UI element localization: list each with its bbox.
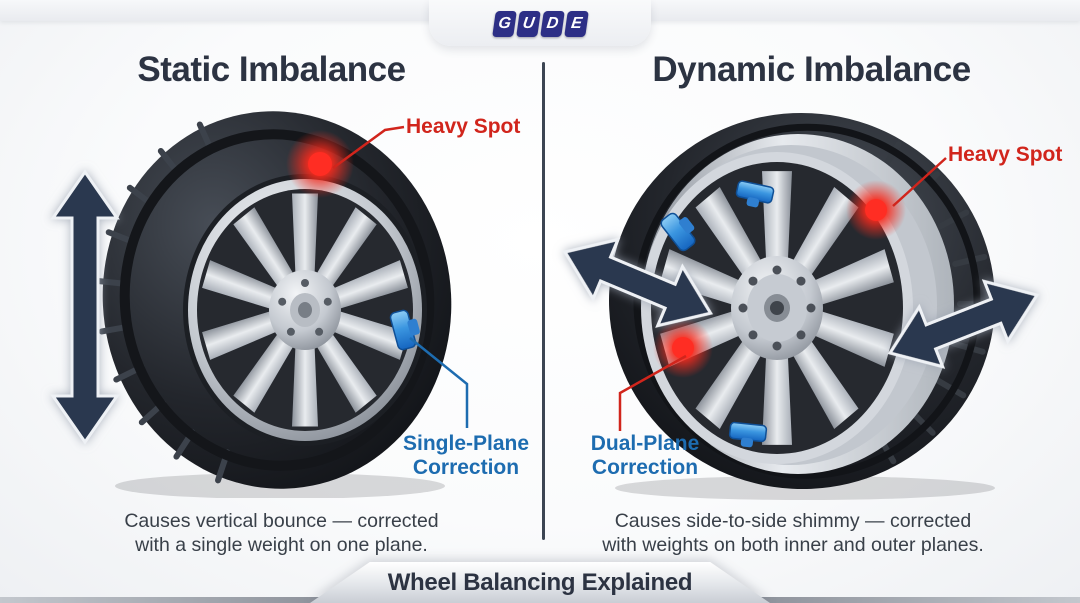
heavy-spot-indicator — [286, 130, 354, 198]
heavy-spot-indicator-inner — [653, 318, 713, 378]
header-logo-tab: G U D E — [429, 0, 651, 46]
dynamic-caption: Causes side-to-side shimmy — corrected w… — [543, 510, 1043, 557]
logo-tile: D — [539, 11, 565, 37]
static-caption-line1: Causes vertical bounce — corrected — [124, 510, 439, 532]
footer-banner-shape: Wheel Balancing Explained — [310, 562, 770, 603]
dynamic-correction-line2: Correction — [591, 456, 699, 479]
logo-tile: U — [515, 11, 541, 37]
logo-tile: E — [563, 11, 589, 37]
logo-letter: U — [521, 15, 536, 32]
footer-banner: Wheel Balancing Explained — [310, 562, 770, 603]
heavy-spot-indicator-outer — [846, 180, 906, 240]
balance-weight-top — [735, 180, 775, 208]
static-heavy-spot-label: Heavy Spot — [406, 115, 521, 138]
dynamic-caption-line2: with weights on both inner and outer pla… — [602, 533, 984, 556]
dynamic-caption-line1: Causes side-to-side shimmy — corrected — [614, 510, 972, 532]
panel-divider — [542, 62, 545, 540]
hub — [269, 270, 341, 350]
balance-weight-bottom — [728, 421, 768, 448]
rim — [183, 174, 427, 446]
logo-letter: G — [496, 15, 512, 32]
dynamic-correction-label: Dual-Plane Correction — [559, 432, 731, 480]
static-caption: Causes vertical bounce — corrected with … — [20, 510, 543, 557]
static-correction-line1: Single-Plane — [402, 432, 530, 455]
footer-title: Wheel Balancing Explained — [387, 568, 693, 596]
static-correction-label: Single-Plane Correction — [380, 432, 552, 480]
static-wheel-illustration — [96, 111, 452, 498]
brand-logo: G U D E — [491, 11, 589, 37]
static-correction-line2: Correction — [412, 456, 520, 479]
static-imbalance-title: Static Imbalance — [137, 50, 406, 89]
logo-letter: E — [569, 15, 583, 32]
logo-letter: D — [545, 15, 560, 32]
dynamic-correction-line1: Dual-Plane — [590, 432, 700, 455]
static-caption-line2: with a single weight on one plane. — [135, 533, 428, 556]
dynamic-imbalance-title: Dynamic Imbalance — [652, 50, 971, 89]
dynamic-heavy-spot-label: Heavy Spot — [948, 143, 1063, 166]
hub — [731, 256, 823, 360]
logo-tile: G — [491, 11, 517, 37]
